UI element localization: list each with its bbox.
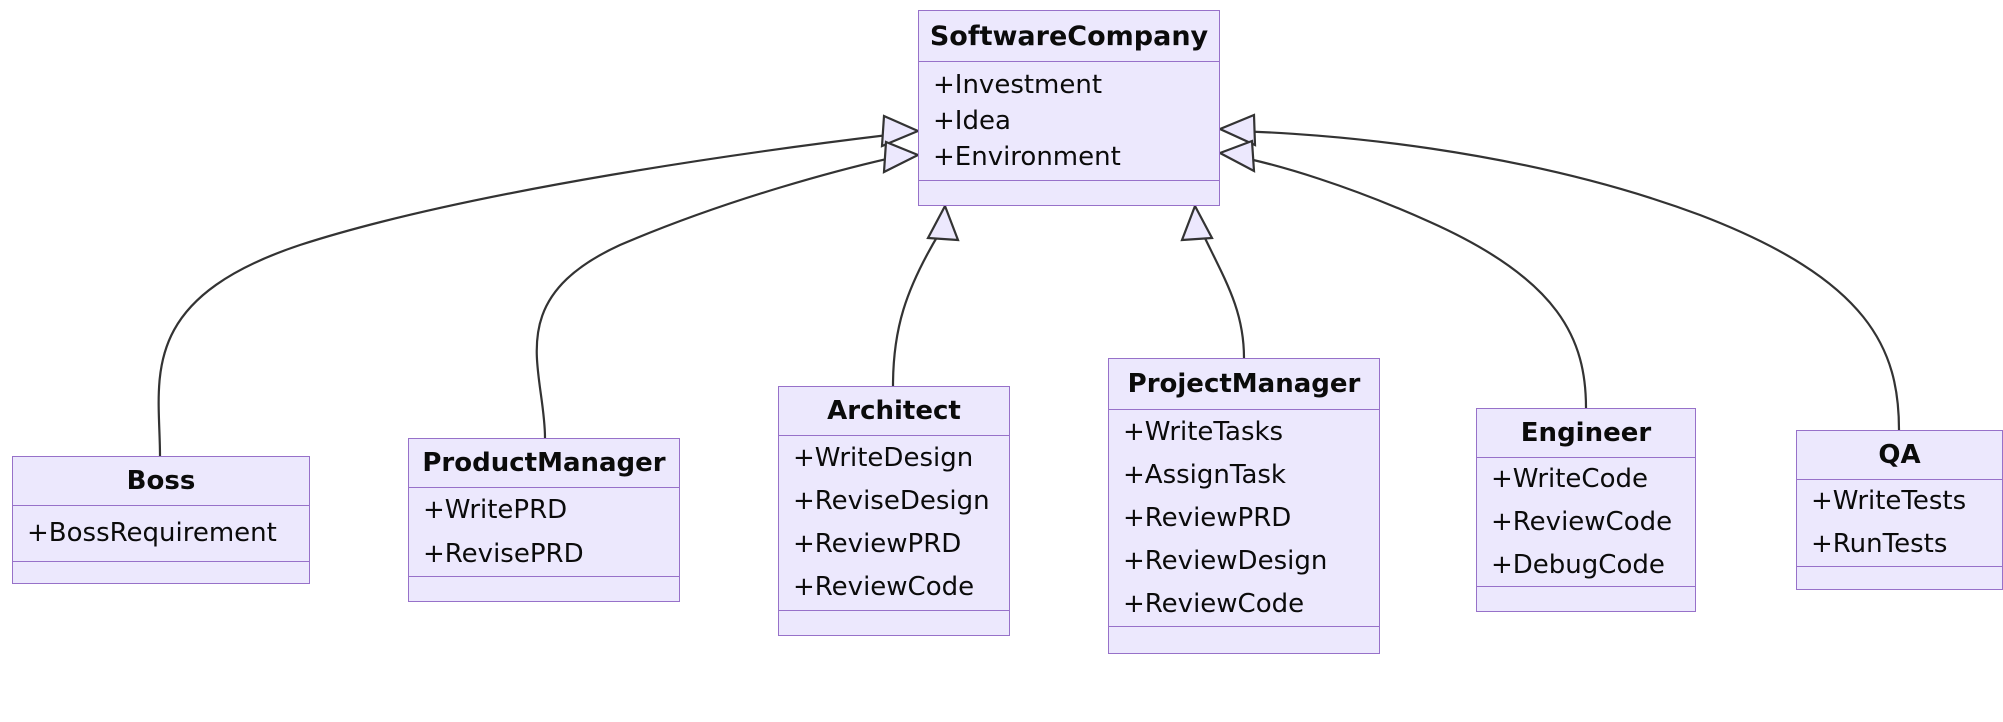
class-title-softwarecompany: SoftwareCompany — [919, 11, 1219, 62]
class-attributes-softwarecompany: +Investment +Idea +Environment — [919, 62, 1219, 181]
class-attribute: +ReviseDesign — [793, 486, 990, 516]
class-methods-engineer — [1477, 587, 1695, 611]
arrowhead-inheritance-projectmanager — [1180, 203, 1214, 242]
class-attribute: +DebugCode — [1491, 549, 1665, 580]
arrowhead-inheritance-engineer — [1217, 139, 1256, 173]
class-node-projectmanager[interactable]: ProjectManager +WriteTasks +AssignTask +… — [1108, 358, 1380, 654]
arrowhead-inheritance-qa — [1217, 113, 1257, 147]
class-node-architect[interactable]: Architect +WriteDesign +ReviseDesign +Re… — [778, 386, 1010, 636]
class-methods-architect — [779, 611, 1009, 635]
class-attributes-boss: +BossRequirement — [13, 506, 309, 562]
class-attributes-productmanager: +WritePRD +RevisePRD — [409, 488, 679, 577]
class-title-qa: QA — [1797, 431, 2002, 480]
class-node-boss[interactable]: Boss +BossRequirement — [12, 456, 310, 584]
class-methods-boss — [13, 562, 309, 583]
class-title-productmanager: ProductManager — [409, 439, 679, 488]
class-methods-productmanager — [409, 577, 679, 601]
class-attribute: +ReviewPRD — [793, 529, 962, 559]
arrowhead-inheritance-boss — [880, 114, 921, 148]
class-attribute: +ReviewCode — [1491, 506, 1673, 537]
class-attribute: +WriteCode — [1491, 463, 1648, 494]
class-attributes-engineer: +WriteCode +ReviewCode +DebugCode — [1477, 458, 1695, 587]
class-attribute: +WriteTests — [1811, 486, 1967, 516]
class-attribute: +ReviewDesign — [1123, 545, 1328, 576]
class-attribute: +WriteDesign — [793, 443, 974, 473]
class-attribute: +Investment — [933, 70, 1103, 100]
class-attribute: +ReviewCode — [793, 572, 975, 602]
class-attribute: +WritePRD — [423, 495, 568, 525]
class-attributes-architect: +WriteDesign +ReviseDesign +ReviewPRD +R… — [779, 436, 1009, 611]
class-attribute: +RunTests — [1811, 529, 1948, 559]
class-attribute: +WriteTasks — [1123, 416, 1284, 447]
class-node-productmanager[interactable]: ProductManager +WritePRD +RevisePRD — [408, 438, 680, 602]
class-title-boss: Boss — [13, 457, 309, 506]
edge-architect-to-softwarecompany — [891, 231, 941, 387]
edge-projectmanager-to-softwarecompany — [1201, 231, 1246, 359]
class-node-softwarecompany[interactable]: SoftwareCompany +Investment +Idea +Envir… — [918, 10, 1220, 206]
class-methods-projectmanager — [1109, 627, 1379, 653]
class-methods-softwarecompany — [919, 181, 1219, 205]
class-attribute: +ReviewPRD — [1123, 502, 1292, 533]
class-attribute: +Environment — [933, 142, 1121, 172]
class-title-engineer: Engineer — [1477, 409, 1695, 458]
class-title-architect: Architect — [779, 387, 1009, 436]
arrowhead-inheritance-architect — [926, 203, 960, 242]
class-attribute: +BossRequirement — [27, 518, 277, 548]
class-node-engineer[interactable]: Engineer +WriteCode +ReviewCode +DebugCo… — [1476, 408, 1696, 612]
class-title-projectmanager: ProjectManager — [1109, 359, 1379, 410]
class-attribute: +Idea — [933, 106, 1011, 136]
class-node-qa[interactable]: QA +WriteTests +RunTests — [1796, 430, 2003, 590]
class-attributes-qa: +WriteTests +RunTests — [1797, 480, 2002, 567]
class-attribute: +ReviewCode — [1123, 588, 1305, 619]
class-attributes-projectmanager: +WriteTasks +AssignTask +ReviewPRD +Revi… — [1109, 410, 1379, 627]
class-attribute: +AssignTask — [1123, 459, 1286, 490]
arrowhead-inheritance-productmanager — [882, 140, 921, 174]
class-attribute: +RevisePRD — [423, 539, 584, 569]
class-methods-qa — [1797, 567, 2002, 589]
